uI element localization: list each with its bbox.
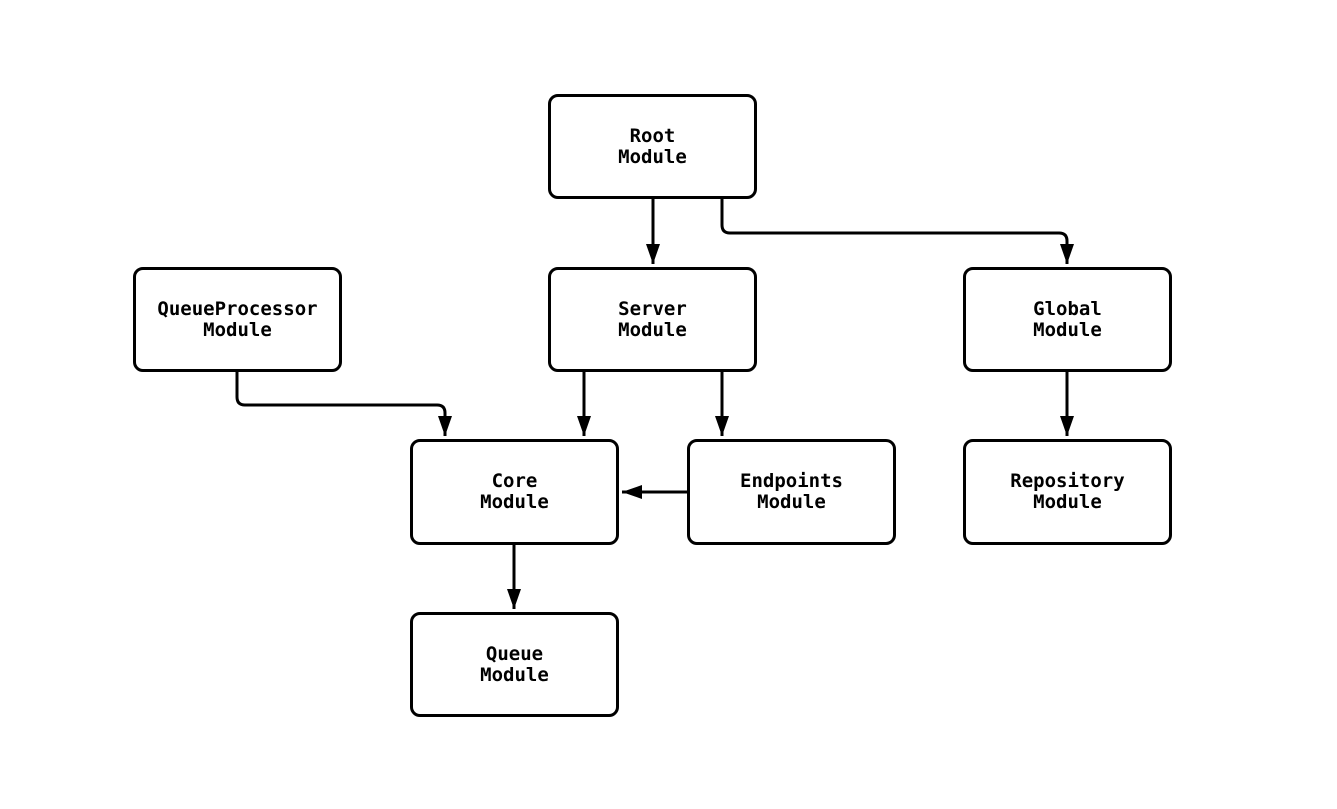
node-global-label: Global Module (1033, 297, 1102, 341)
node-queueprocessor-label: QueueProcessor Module (157, 297, 318, 341)
node-queue-label: Queue Module (480, 642, 549, 686)
node-endpoints-label: Endpoints Module (740, 470, 843, 513)
node-global-module: Global Module (963, 267, 1172, 372)
node-root-label: Root Module (618, 124, 687, 168)
node-core-label: Core Module (480, 470, 549, 513)
node-repository-label: Repository Module (1010, 470, 1125, 513)
node-queueprocessor-module: QueueProcessor Module (133, 267, 342, 372)
node-queue-module: Queue Module (410, 612, 619, 717)
node-repository-module: Repository Module (963, 439, 1172, 545)
edge-queueprocessor-to-core (235, 372, 452, 436)
edge-root-to-global (720, 198, 1074, 264)
node-server-label: Server Module (618, 297, 687, 341)
node-server-module: Server Module (548, 267, 757, 372)
node-endpoints-module: Endpoints Module (687, 439, 896, 545)
node-core-module: Core Module (410, 439, 619, 545)
node-root-module: Root Module (548, 94, 757, 199)
